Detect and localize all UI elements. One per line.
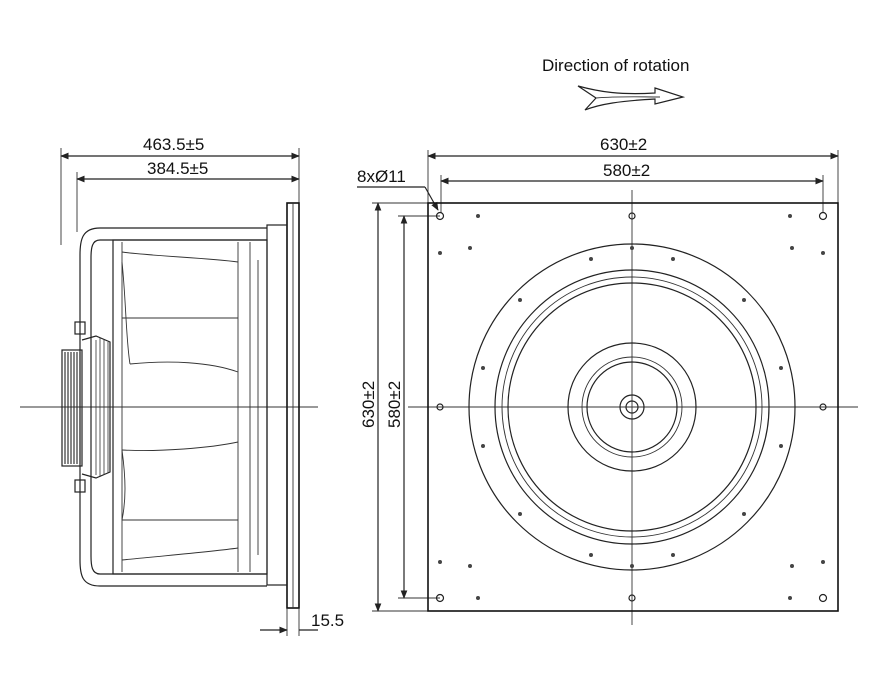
hole-spacing-v-dim: 580±2: [385, 381, 404, 428]
curved-arrow-right-icon: [577, 85, 686, 111]
body-length-dim: 384.5±5: [147, 159, 208, 178]
front-view: 630±2 580±2 8xØ11 630±2 580±2: [357, 135, 858, 625]
plate-height-dim: 630±2: [359, 381, 378, 428]
rotation-label: Direction of rotation: [542, 56, 689, 75]
plate-width-dim: 630±2: [600, 135, 647, 154]
hole-spacing-h-dim: 580±2: [603, 161, 650, 180]
overall-length-dim: 463.5±5: [143, 135, 204, 154]
side-view: 463.5±5 384.5±5: [20, 135, 344, 636]
ring-dots: [481, 257, 783, 557]
mounting-hole-markers: [435, 211, 828, 603]
motor-fins: [64, 352, 81, 464]
mounting-holes-callout: 8xØ11: [357, 167, 406, 186]
flange-thickness-dim: 15.5: [311, 611, 344, 630]
plate-dots: [438, 214, 825, 600]
